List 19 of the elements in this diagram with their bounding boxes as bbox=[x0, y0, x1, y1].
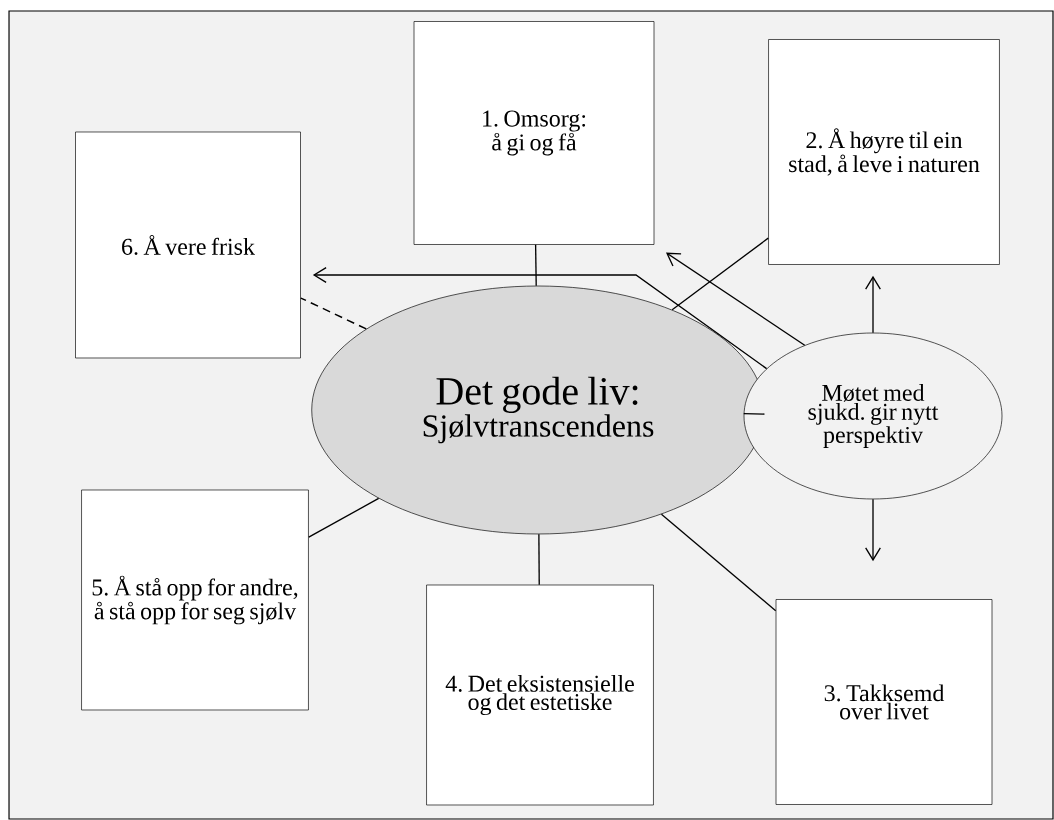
connector-line bbox=[671, 237, 769, 311]
ellipse-node: Møtet med sjukd. gir nytt perspektiv bbox=[743, 332, 1003, 500]
connector-line bbox=[538, 533, 540, 586]
connector-line bbox=[308, 497, 380, 538]
ellipse-node: Det gode liv: Sjølvtranscendens bbox=[311, 285, 765, 535]
text-box: 6. Å vere frisk bbox=[75, 131, 301, 359]
text-box: 2. Å høyre til ein stad, å leve i naturen bbox=[768, 39, 1000, 265]
arrow bbox=[665, 252, 806, 346]
text-box: 4. Det eksistensielle og det estetiske bbox=[426, 584, 654, 806]
arrow bbox=[312, 267, 768, 370]
text-box: 5. Å stå opp for andre, å stå opp for seg sjølv bbox=[81, 489, 309, 711]
arrow bbox=[865, 498, 881, 562]
connector-line bbox=[743, 413, 766, 415]
arrow bbox=[865, 275, 881, 334]
connector-line bbox=[660, 513, 777, 612]
dashed-line bbox=[300, 297, 367, 330]
text-box: 3. Takksemd over livet bbox=[775, 599, 993, 805]
connector-line bbox=[534, 244, 537, 287]
text-box: 1. Omsorg: å gi og få bbox=[413, 21, 655, 245]
